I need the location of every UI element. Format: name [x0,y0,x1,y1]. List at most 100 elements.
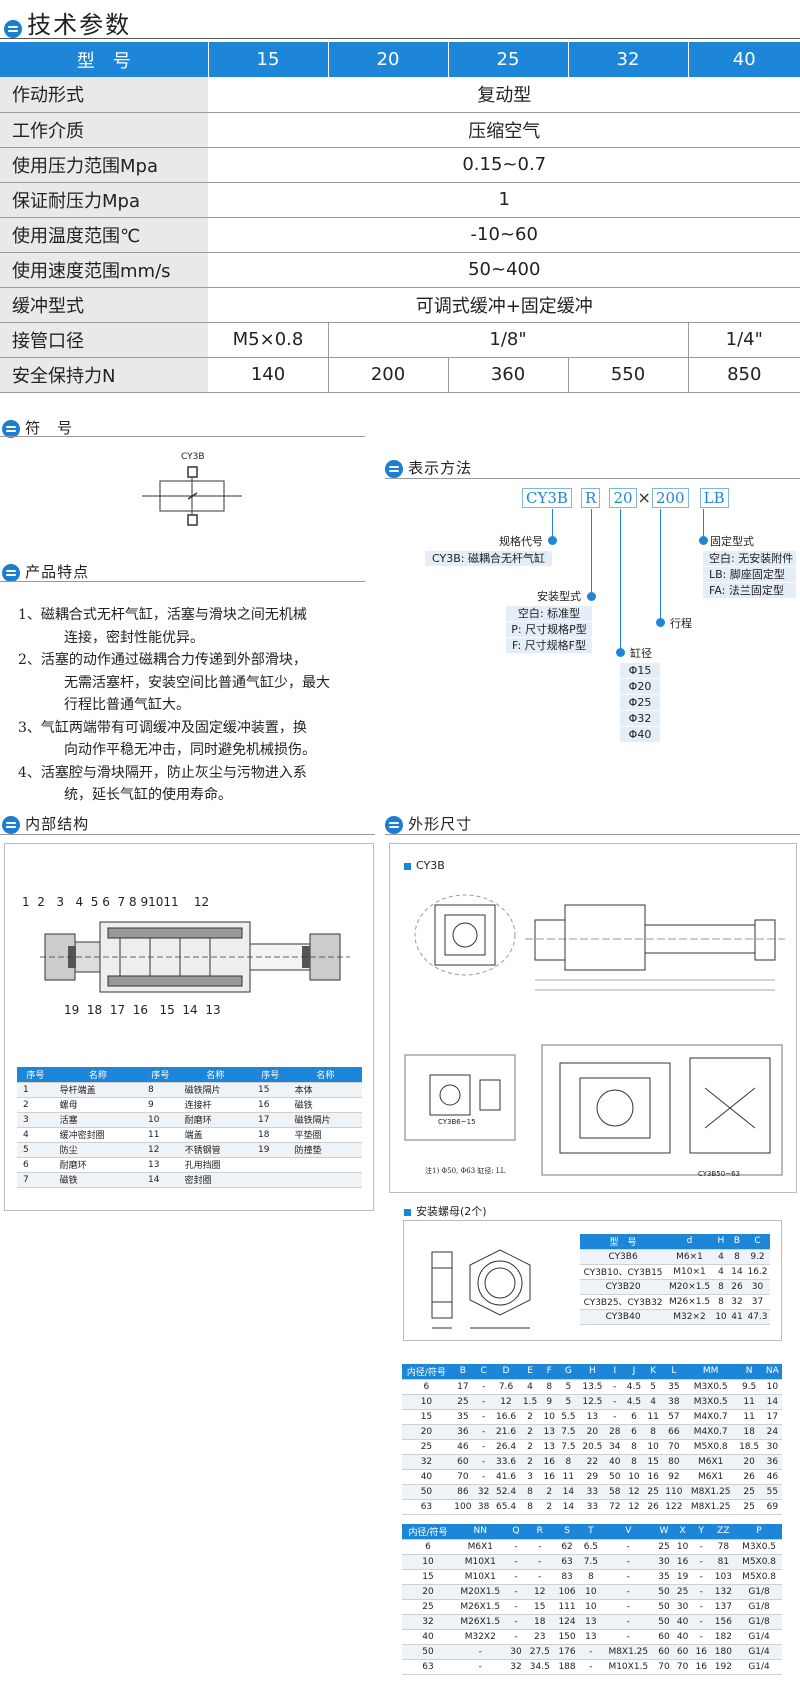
table-cell: 14 [557,1484,579,1500]
table-cell: 33.6 [492,1454,520,1470]
table-cell: 33 [578,1484,607,1500]
table-cell: 92 [661,1469,686,1485]
table-cell: - [506,1614,526,1630]
table-cell: 50 [402,1644,454,1660]
mount-item: P: 尺寸规格P型 [506,622,592,638]
table-cell: - [474,1394,493,1410]
row-value: 压缩空气 [208,112,800,148]
section-icon [2,419,20,438]
row-label: 使用温度范围℃ [0,217,209,253]
table-cell: 12 [525,1584,555,1600]
dimension-drawing-small [404,1054,516,1141]
code-bore: 20 [609,488,637,508]
bore-title: 缸径 [630,647,652,660]
table-cell: 32 [506,1659,526,1675]
row-label: 工作介质 [0,112,209,148]
table-cell: 16 [691,1644,711,1660]
table-cell: 137 [710,1599,737,1615]
table-cell: - [691,1599,711,1615]
table-cell: - [474,1379,493,1395]
table-cell: - [525,1539,555,1555]
table-cell: G1/8 [736,1614,782,1630]
table-cell: 16 [691,1659,711,1675]
table-cell: 180 [710,1644,737,1660]
table-cell: - [601,1554,655,1570]
table-cell: 30 [654,1554,674,1570]
table-cell: M8X1.25 [601,1644,655,1660]
table-cell: M10X1 [453,1569,507,1585]
table-cell: 13 [540,1424,558,1440]
table-cell: 9.5 [735,1379,763,1395]
table-cell: 26.4 [492,1439,520,1455]
table-cell: 32 [474,1484,493,1500]
table-cell: 5.5 [557,1409,579,1425]
table-cell: 7.6 [492,1379,520,1395]
feature-line: 2、活塞的动作通过磁耦合力传递到外部滑块， [18,652,307,668]
table-cell: 20 [735,1454,763,1470]
table-cell: 41.6 [492,1469,520,1485]
table-cell: 66 [661,1424,686,1440]
table-cell: 11 [557,1469,579,1485]
feature-line: 无需活塞杆，安装空间比普通气缸少，最大 [64,674,330,691]
table-cell: 15 [525,1599,555,1615]
table-cell: 10 [673,1539,692,1555]
table-cell: M3X0.5 [685,1379,736,1395]
table-cell: 6.5 [579,1539,602,1555]
table-cell: 2 [519,1409,541,1425]
feature-line: 统，延长气缸的使用寿命。 [64,787,232,803]
table-cell: 25 [654,1539,674,1555]
table-cell: 24 [762,1424,782,1440]
table-cell: 69 [762,1499,782,1515]
row-value: 50~400 [208,252,800,288]
section-icon [2,815,20,834]
table-cell: 8 [623,1454,645,1470]
table-cell: 29 [578,1469,607,1485]
table-cell: 124 [554,1614,580,1630]
table-cell: 30 [506,1644,526,1660]
table-cell: 16 [644,1469,662,1485]
table-cell: - [601,1614,655,1630]
table-cell: 6 [623,1409,645,1425]
table-cell: - [691,1584,711,1600]
table-cell: - [691,1539,711,1555]
cylinder-section-drawing [40,921,350,993]
mount-title: 安装型式 [537,590,581,603]
table-cell: 18 [525,1614,555,1630]
table-cell: 20 [402,1584,454,1600]
table-cell: 81 [710,1554,737,1570]
table-cell: 13 [578,1409,607,1425]
fix-title: 固定型式 [710,535,754,548]
table-cell: 10 [402,1394,451,1410]
table-cell: 13.5 [578,1379,607,1395]
table-cell: M5X0.8 [736,1554,782,1570]
structure-frame [4,843,374,1211]
table-cell: 65.4 [492,1499,520,1515]
feature-line: 行程比普通气缸大。 [64,697,190,713]
section-title: 表示方法 [408,459,473,477]
table-cell: - [601,1539,655,1555]
table-cell: 62 [554,1539,580,1555]
table-cell: 80 [661,1454,686,1470]
table-cell: 12 [623,1499,645,1515]
table-cell: 63 [402,1659,454,1675]
row-value: 可调式缓冲+固定缓冲 [208,287,800,323]
row-value: 1 [208,182,800,218]
table-cell: M26X1.5 [453,1614,507,1630]
table-cell: 10 [762,1379,782,1395]
table-cell: 7.5 [557,1439,579,1455]
